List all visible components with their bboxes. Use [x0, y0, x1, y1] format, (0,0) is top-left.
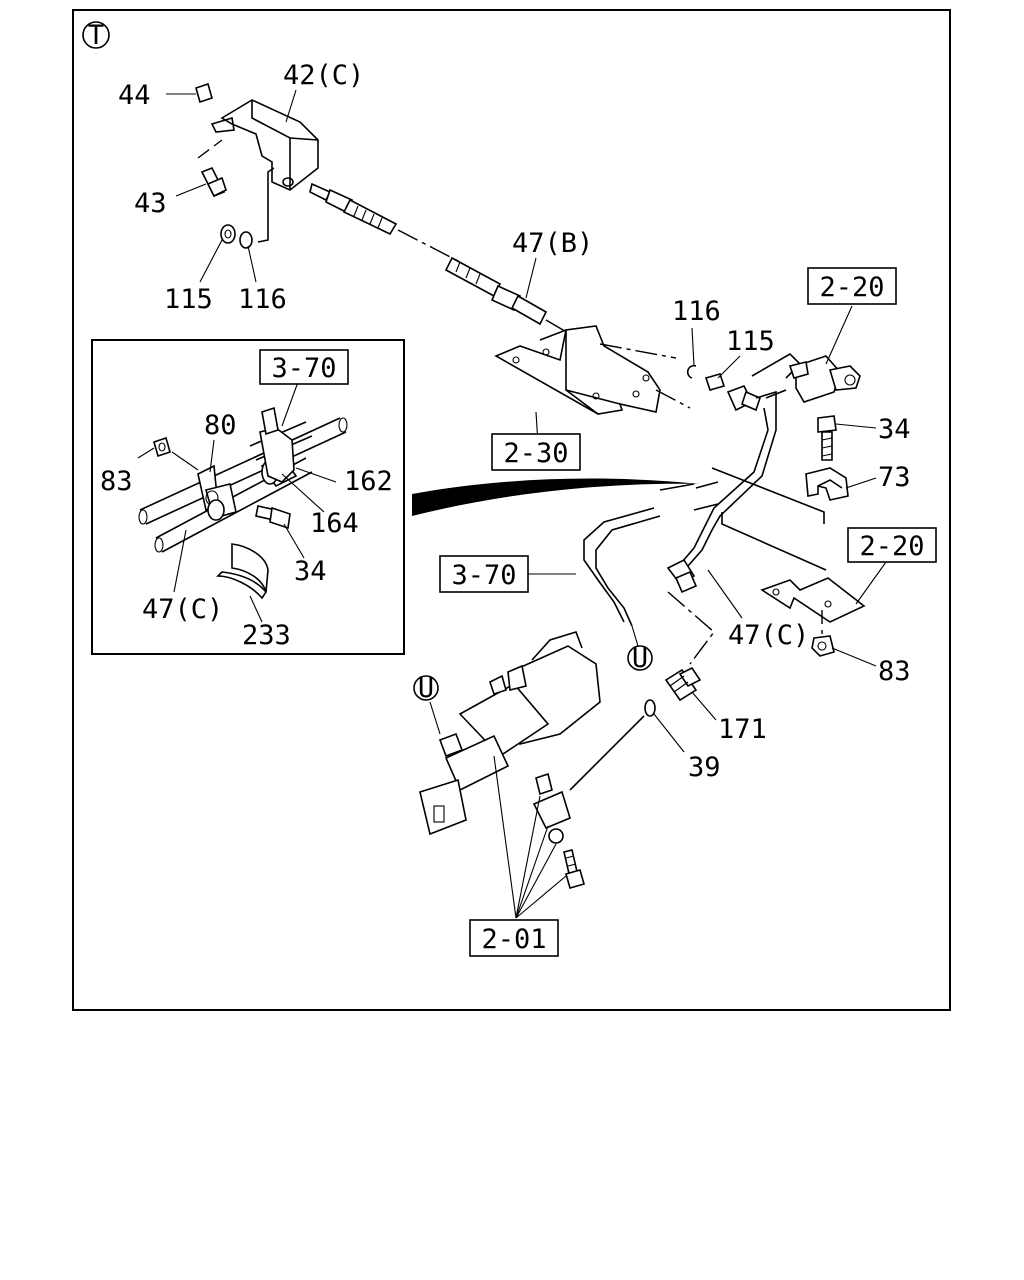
- ref-2-20-right[interactable]: 2-20: [847, 527, 937, 563]
- callout-83-right: 83: [878, 656, 911, 687]
- nut-83-inset: [153, 436, 199, 471]
- callout-83-inset: 83: [100, 466, 133, 497]
- sheet-symbol-icon: T: [82, 20, 110, 51]
- leader-clamp: [711, 467, 825, 524]
- svg-text:3-70: 3-70: [451, 560, 516, 591]
- bracket-2-20-right: [721, 512, 866, 623]
- ref-3-70-inset[interactable]: 3-70: [259, 349, 349, 385]
- callout-164: 164: [310, 508, 359, 539]
- svg-text:U: U: [632, 643, 648, 674]
- svg-text:2-30: 2-30: [503, 438, 568, 469]
- callout-116-mid: 116: [672, 296, 721, 327]
- bracket-2-30: [494, 325, 691, 415]
- nut-115-mid: [704, 373, 726, 391]
- connector-u-right: U: [627, 625, 653, 674]
- callout-115-mid: 115: [726, 326, 775, 357]
- svg-text:2-20: 2-20: [859, 531, 924, 562]
- hose-fitting: [726, 384, 761, 412]
- diagram-frame: [72, 9, 951, 1011]
- callout-43: 43: [134, 188, 167, 219]
- washer-116-top: [239, 231, 253, 249]
- leader-cylinder: [569, 715, 645, 791]
- cable-47b: [309, 182, 581, 341]
- clamp-73: [805, 467, 849, 501]
- callout-34-right: 34: [878, 414, 911, 445]
- bracket-42c: [210, 99, 319, 191]
- junction-tee: [788, 355, 861, 403]
- callout-80: 80: [204, 410, 237, 441]
- callout-73: 73: [878, 462, 911, 493]
- ref-2-30[interactable]: 2-30: [491, 433, 581, 471]
- callout-115-top: 115: [164, 284, 213, 315]
- detail-pointer: [412, 478, 700, 516]
- bolt-34-inset: [255, 505, 291, 530]
- ref-2-20-top[interactable]: 2-20: [807, 267, 897, 305]
- nut-83-right: [811, 610, 835, 657]
- callout-47c-inset: 47(C): [142, 594, 223, 625]
- leader-assembly-top: [257, 167, 275, 243]
- svg-text:2-01: 2-01: [481, 924, 546, 955]
- tube-3-70: [583, 481, 719, 627]
- callout-233: 233: [242, 620, 291, 651]
- svg-text:U: U: [418, 673, 434, 704]
- svg-text:3-70: 3-70: [271, 353, 336, 384]
- callout-47b: 47(B): [512, 228, 593, 259]
- ref-2-01[interactable]: 2-01: [469, 919, 559, 957]
- ref-3-70-main[interactable]: 3-70: [439, 555, 529, 593]
- washer-39: [644, 699, 656, 717]
- callout-leaders: [137, 89, 887, 753]
- fitting-171: [664, 666, 702, 702]
- inset-detail-frame: [91, 339, 405, 655]
- washer-115-top: [220, 224, 236, 244]
- callout-47c-right: 47(C): [728, 620, 809, 651]
- callout-162: 162: [344, 466, 393, 497]
- clip-116-mid: [686, 364, 697, 379]
- callout-34-inset: 34: [294, 556, 327, 587]
- callout-116-top: 116: [238, 284, 287, 315]
- connector-u-left: U: [413, 673, 441, 735]
- callout-39: 39: [688, 752, 721, 783]
- bracket-80: [197, 464, 237, 521]
- protector-233: [216, 543, 269, 600]
- callout-44: 44: [118, 80, 151, 111]
- svg-text:T: T: [88, 20, 104, 51]
- tube-end-right: [765, 389, 787, 399]
- callout-42c: 42(C): [283, 60, 364, 91]
- bolt-34-right: [817, 415, 837, 461]
- clutch-master-cylinder: [419, 631, 601, 889]
- callout-171: 171: [718, 714, 767, 745]
- nut-44: [166, 82, 213, 104]
- svg-text:2-20: 2-20: [819, 272, 884, 303]
- brake-tube-47c: [666, 390, 777, 665]
- leaders-2-01: [493, 755, 567, 919]
- clamp-164: [259, 406, 295, 483]
- bolt-43: [197, 139, 227, 198]
